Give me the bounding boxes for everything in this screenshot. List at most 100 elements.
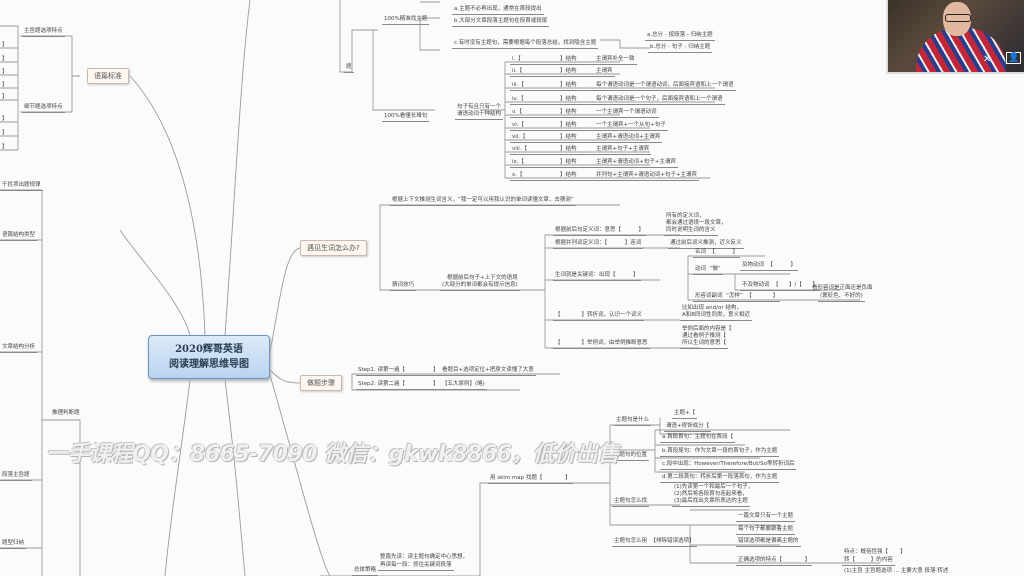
group-item[interactable]: 错误选项都是偏离主题的: [736, 538, 801, 547]
structure-cell: ii.【: [512, 68, 523, 74]
sub1-item[interactable]: b.大部分文章段落主题句在段首或段尾: [452, 18, 550, 27]
clue-note: 通过前后词义推测，近义反义: [668, 240, 744, 249]
structure-row[interactable]: x.【】结构并列句+主谓宾+谓语动词+句子+主谓宾: [510, 172, 699, 181]
pos-verb[interactable]: 动词 “做”: [693, 266, 723, 275]
last-line: (1)主旨 主旨题选项 ... 主要大意 段落 转述: [844, 568, 949, 574]
left-node[interactable]: 细节题选项特点: [22, 104, 65, 113]
left-node[interactable]: 主旨题选项特点: [22, 28, 65, 37]
group-item[interactable]: b.首段尾句：作为文章一段的首句子，作为主题: [660, 448, 780, 457]
pos-adj-note: 看形容词是正面还是负面: [812, 285, 873, 291]
structure-cell: 】结构: [560, 122, 577, 128]
structure-row[interactable]: v.【 】结构 一个主谓宾一个谓语动词: [510, 109, 659, 118]
group-item[interactable]: (3)最后找出文章所表达的主题: [672, 498, 750, 507]
left-bracket: 】: [2, 56, 8, 62]
group-item[interactable]: c.段中出现：However/Therefore/But/So等转折词后: [660, 461, 797, 470]
clue-note: A和B同词性同类，意义相近: [680, 312, 753, 321]
group-item[interactable]: d.第二段首句：转折后第一段落首句，作为主题: [660, 474, 780, 483]
structure-cell: 】结构: [560, 82, 577, 88]
group-item[interactable]: 谓语+修饰成分【: [664, 423, 712, 432]
close-icon[interactable]: ✕: [983, 54, 992, 65]
clue-note: 比如出现 and/or 结构，: [682, 305, 742, 311]
pos-intrans[interactable]: 不及物动词 【 】/【 】: [740, 282, 820, 291]
clue-example[interactable]: 【 】举例词，由举例推断意思: [553, 340, 650, 349]
sub1-tail[interactable]: a.总分 - 按段落 - 归纳主题: [645, 32, 715, 41]
central-topic[interactable]: 2020辉哥英语 阅读理解思维导图: [148, 335, 270, 379]
structure-row[interactable]: vii.【】结构主谓宾+谓语动词+主谓宾: [510, 134, 663, 143]
clue-note: 同时说明生词的含义: [664, 227, 718, 236]
structure-row[interactable]: iv.【】结构每个谓语动词是一个句子，后面接宾语和上一个谓语: [510, 96, 725, 105]
pos-adj[interactable]: 形容词副词 “怎样” 【 】: [693, 293, 781, 302]
structure-cell: v.【: [512, 109, 523, 115]
sub1-item[interactable]: c.有时没有主题句，需要根据每个段落总结，找到隐含主题: [452, 40, 599, 49]
left-node[interactable]: 干扰项出题规律: [0, 182, 43, 191]
pos-noun[interactable]: 名词 【 】: [693, 249, 741, 258]
structure-cell: 并列句+主谓宾+谓语动词+句子+主谓宾: [596, 172, 697, 178]
left-bracket: 】: [2, 82, 8, 88]
strategy-desc: 再读每一段：抓住关键词段落: [378, 562, 454, 571]
structure-cell: 主谓宾: [596, 68, 613, 74]
clue-parallel[interactable]: 根据并列词定义词：【 】连词: [553, 240, 644, 249]
top-root[interactable]: 题: [344, 64, 354, 73]
guess-tip[interactable]: 根据上下文推测生词含义，“我一定可以用我认识的单词读懂文章，去猜测”: [390, 197, 576, 206]
left-node[interactable]: 推理判断题: [52, 410, 80, 416]
left-node[interactable]: 语篇结构类型: [0, 232, 38, 241]
skim-map[interactable]: 用 skim map 找题【 】: [488, 475, 573, 484]
structure-cell: 】结构: [560, 159, 577, 165]
step1[interactable]: Step1. 读第一遍【 】 看题目+选项定位+把原文读懂了大意: [356, 367, 536, 376]
group-label[interactable]: 主题句怎么用 【排除错误选项】: [612, 538, 697, 547]
left-bracket: 】: [2, 130, 8, 136]
group-item[interactable]: 主题+【: [672, 410, 698, 419]
structure-row[interactable]: i.【】结构主谓宾补全一致: [510, 56, 637, 65]
branch-steps[interactable]: 做题步骤: [300, 375, 342, 391]
structure-cell: 】结构: [560, 96, 577, 102]
structure-cell: 一个主谓宾一个谓语动词: [596, 109, 657, 115]
sub1-tail[interactable]: b.总分 - 句子 - 归纳主题: [648, 44, 713, 53]
structure-row[interactable]: ix.【 】结构 主谓宾+谓语动词+句子+主谓宾: [510, 159, 678, 168]
structure-cell: 】结构: [560, 109, 577, 115]
branch-passage-standard[interactable]: 语篇标准: [87, 68, 129, 84]
clue-definition[interactable]: 根据前后句定义词：意思【 】: [553, 227, 647, 236]
structure-row[interactable]: iii.【】结构每个谓语动词是一个谓语动词，后面接宾语和上一个谓语: [510, 82, 736, 91]
structure-row[interactable]: ii.【】结构主谓宾: [510, 68, 615, 77]
person-icon[interactable]: 👤: [1006, 52, 1022, 64]
clue-keyword[interactable]: 生词就是关键词：出现【 】: [553, 272, 641, 281]
left-node[interactable]: 段落主旨题: [0, 472, 32, 481]
left-bracket: 】: [2, 69, 8, 75]
correct-option[interactable]: 正确选项的特点【 】: [736, 557, 813, 566]
strategy-label[interactable]: 总体策略: [352, 567, 379, 576]
pos-trans[interactable]: 及物动词 【 】: [740, 262, 799, 271]
sub2-mid: 句子有且只有一个: [457, 104, 502, 110]
step2[interactable]: Step2. 读第二遍【 】 【五大原则】(略): [356, 381, 487, 390]
structure-cell: iii.【: [512, 82, 524, 88]
group-item[interactable]: 每个句子都要跟着主题: [736, 526, 796, 535]
group-item[interactable]: a.首段首句：主题句在首段【: [660, 434, 736, 443]
strategy-desc: 整篇先读：读主题句确定中心思想，: [380, 554, 469, 560]
group-label[interactable]: 主题句怎么找: [612, 498, 650, 507]
structure-cell: 每个谓语动词是一个句子，后面接宾语和上一个谓语: [596, 96, 723, 102]
correct-note: 特点：概括性强【 】: [844, 549, 906, 555]
clue-note: 都会通过语境一段文章，: [666, 220, 727, 226]
clue-contrast[interactable]: 【 】转折词，认识一个词义: [553, 312, 645, 321]
guess-skill-desc: 根据前后句子+上下文的语境: [447, 275, 518, 281]
group-label[interactable]: 主题句是什么: [614, 417, 652, 426]
central-topic-line1: 2020辉哥英语: [175, 344, 243, 355]
guess-skill-desc[interactable]: (大部分的单词都会有提示信息): [440, 282, 520, 291]
structure-row[interactable]: viii.【】结构主谓宾+句子+主谓宾: [510, 146, 652, 155]
structure-cell: vii.【: [512, 134, 526, 140]
clue-note: 所以生词的意思【: [680, 340, 729, 349]
left-bracket: 】: [2, 144, 8, 150]
top-sub2[interactable]: 100%看懂长难句: [382, 113, 430, 122]
left-node[interactable]: 题型归纳: [0, 540, 27, 549]
group-item[interactable]: 一篇文章只有一个主题: [736, 513, 796, 522]
group-label[interactable]: 主题句的位置: [612, 452, 650, 461]
structure-cell: 主谓宾+谓语动词+主谓宾: [596, 134, 661, 140]
left-node[interactable]: 文章结构分析: [0, 344, 38, 353]
sub2-mid[interactable]: 谓语动词十种结构: [455, 111, 504, 120]
top-sub1[interactable]: 100%精准找主题: [382, 16, 430, 25]
branch-unknown-words[interactable]: 遇见生词怎么办?: [300, 240, 367, 256]
structure-cell: ix.【: [512, 159, 525, 165]
guess-skill-label[interactable]: 猜词技巧: [390, 282, 417, 291]
structure-row[interactable]: vi.【】结构一个主谓宾+一个从句+句子: [510, 122, 668, 131]
structure-cell: 主谓宾+谓语动词+句子+主谓宾: [596, 159, 676, 165]
sub1-item[interactable]: a.主题不必再出现，通常在首段提出: [452, 6, 544, 15]
